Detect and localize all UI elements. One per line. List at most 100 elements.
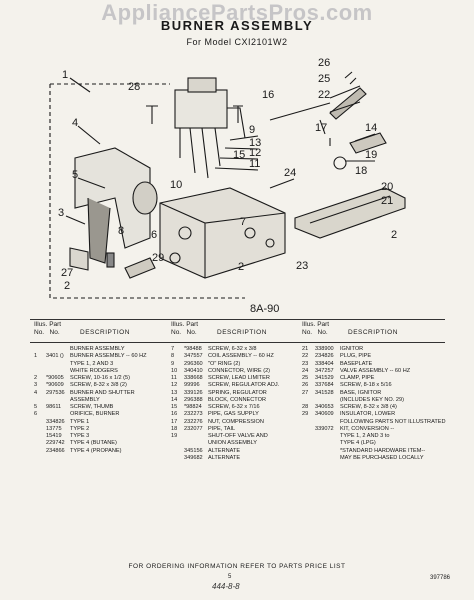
callout-4: 4 (72, 117, 78, 129)
illus-number: 15 (171, 404, 178, 410)
col1-header: Illus. Part No. No. DESCRIPTION (34, 321, 130, 336)
callout-2: 2 (391, 229, 397, 241)
part-description: SCREW, REGULATOR ADJ. (208, 382, 280, 389)
part-number: 340653 (315, 404, 334, 410)
callout-13: 13 (249, 137, 261, 149)
table-row: 28 340653 SCREW, 8-32 x 3/8 (4) (302, 404, 446, 411)
illus-number: 2 (34, 375, 38, 381)
table-row: UNION ASSEMBLY (171, 440, 279, 447)
part-number: 347557 (184, 353, 203, 360)
part-description: BASE, IGNITOR (340, 389, 382, 396)
part-description: UNION ASSEMBLY (208, 440, 258, 447)
part-number: 297536 (46, 389, 65, 396)
illus-number (34, 448, 46, 455)
callout-10: 10 (170, 179, 182, 191)
part-description: (INCLUDES KEY NO. 29) (340, 396, 404, 403)
document-number: 397786 (430, 575, 451, 581)
part-description: VALVE ASSEMBLY -- 60 HZ (340, 367, 411, 374)
part-number: 3401 () (46, 353, 64, 360)
part-number: 98611 (46, 404, 62, 410)
part-number (46, 397, 70, 404)
callout-1: 1 (62, 69, 68, 81)
callout-27: 27 (61, 267, 73, 279)
part-description: BLOCK, CONNECTOR (208, 396, 267, 403)
illus-number: 5 (34, 404, 38, 410)
illus-number: 26 (302, 382, 309, 389)
part-description: BURNER AND SHUTTER (70, 389, 135, 396)
part-number (184, 440, 208, 447)
callout-19: 19 (365, 149, 377, 161)
illus-number: 10 (171, 367, 178, 374)
illus-number (302, 397, 315, 404)
table-row: 15419 TYPE 3 (34, 433, 147, 440)
part-description: TYPE 3 (70, 433, 90, 439)
part-description: INSULATOR, LOWER (340, 411, 396, 418)
part-number: 341529 (315, 375, 334, 381)
illus-number: 8 (171, 353, 175, 360)
illus-number (302, 426, 315, 433)
illus-number (34, 397, 46, 404)
callout-17: 17 (315, 122, 327, 134)
part-description: ASSEMBLY (70, 396, 100, 403)
part-number (46, 368, 70, 375)
part-description: PIPE, TAIL (208, 425, 236, 432)
callout-24: 24 (284, 167, 296, 179)
table-row: MAY BE PURCHASED LOCALLY (302, 455, 446, 462)
illus-number: 9 (171, 360, 175, 367)
part-description: CONNECTOR, WIRE (2) (208, 367, 271, 374)
callout-14: 14 (365, 122, 377, 134)
illus-number: 13 (171, 389, 178, 396)
illus-number: 28 (302, 404, 309, 410)
illus-number (302, 448, 315, 455)
part-description: TYPE 4 (PROPANE) (70, 447, 122, 454)
illus-number: 27 (302, 389, 309, 396)
page-title: BURNER ASSEMBLY (160, 18, 314, 33)
part-number: 229742 (46, 440, 65, 447)
illus-number: 16 (171, 411, 178, 418)
illus-number (34, 426, 46, 433)
part-number (315, 433, 340, 440)
illus-number: 11 (171, 375, 177, 381)
table-row: WHITE RODGERS (34, 368, 147, 375)
part-number: 232273 (184, 411, 203, 418)
part-description: SCREW, 8-32 x 3/8 (4) (340, 404, 397, 410)
part-number: *98488 (184, 346, 202, 352)
callout-20: 20 (381, 181, 393, 193)
callout-7: 7 (240, 216, 246, 228)
part-description: TYPE 1, 2 AND 3 (70, 360, 114, 367)
part-number: 340609 (315, 411, 334, 418)
illus-number (34, 346, 46, 353)
illus-number (171, 448, 184, 455)
part-number: 232276 (184, 418, 203, 425)
part-number (315, 440, 340, 447)
part-description: ORIFICE, BURNER (70, 411, 120, 418)
callout-18: 18 (355, 165, 367, 177)
part-number: 15419 (46, 433, 62, 439)
callout-26: 26 (318, 57, 330, 69)
part-description: SCREW, 8-32 x 3/8 (2) (70, 382, 127, 389)
part-description: FOLLOWING PARTS NOT ILLUSTRATED (340, 418, 446, 425)
illus-number: 23 (302, 360, 309, 367)
part-number (315, 455, 340, 462)
table-row: TYPE 4 (LPG) (302, 440, 446, 447)
illus-number (302, 419, 315, 426)
